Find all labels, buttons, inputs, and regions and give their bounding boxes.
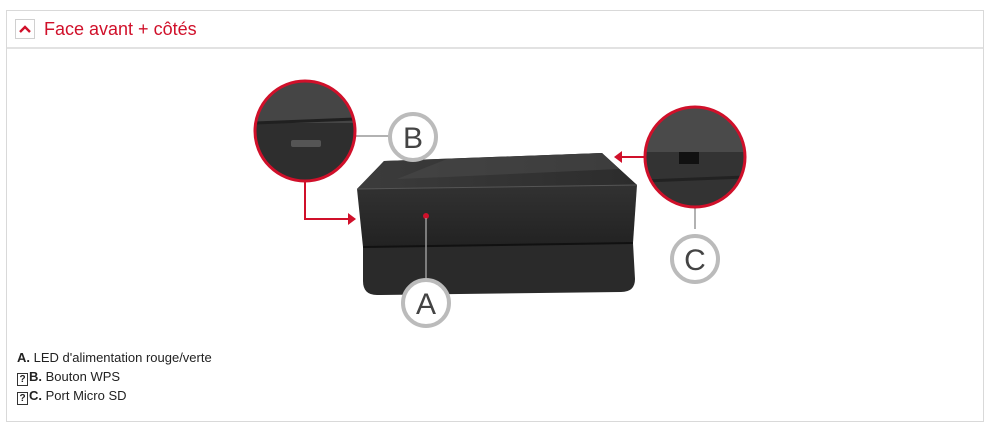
legend-item: ?C. Port Micro SD — [17, 386, 212, 405]
legend-item: ?B. Bouton WPS — [17, 367, 212, 386]
missing-glyph-icon: ? — [17, 392, 28, 405]
callout-b: B — [403, 122, 423, 155]
zoom-wps-button — [253, 79, 357, 183]
section-header[interactable]: Face avant + côtés — [7, 11, 983, 49]
legend-list: A. LED d'alimentation rouge/verte ?B. Bo… — [17, 348, 212, 405]
zoom-microsd-port — [643, 105, 747, 209]
missing-glyph-icon: ? — [17, 373, 28, 386]
led-indicator — [423, 213, 429, 219]
chevron-up-icon[interactable] — [15, 19, 35, 39]
section-panel: Face avant + côtés — [6, 10, 984, 422]
legend-item: A. LED d'alimentation rouge/verte — [17, 350, 212, 365]
section-title: Face avant + côtés — [44, 18, 197, 39]
callout-c: C — [684, 244, 706, 277]
callout-a: A — [416, 288, 436, 321]
device-illustration: B A C — [253, 79, 747, 328]
device — [356, 153, 638, 295]
